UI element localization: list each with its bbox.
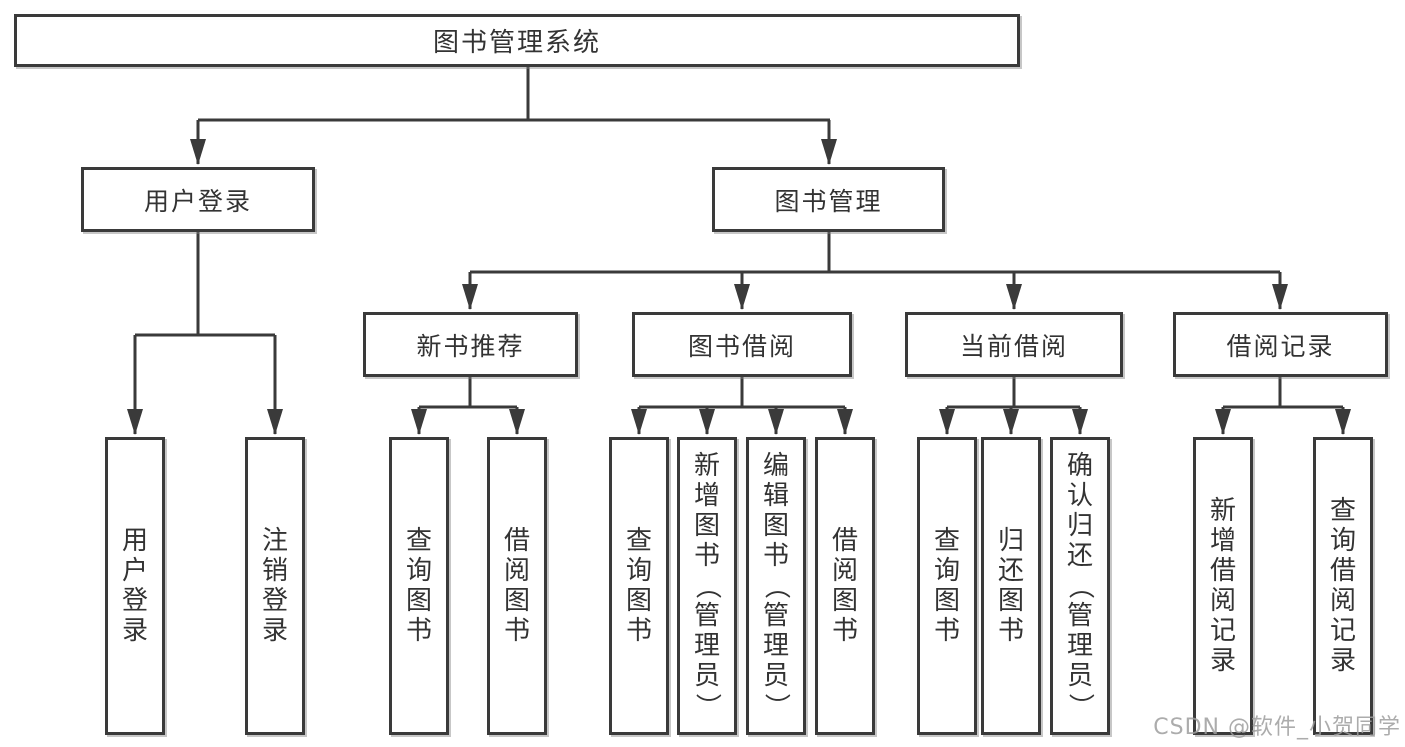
node-book-management: 图书管理: [712, 167, 945, 232]
leaf-edit-book-admin: 编辑图书（管理员）: [746, 437, 806, 735]
node-book-borrowing: 图书借阅: [632, 312, 852, 377]
connector-trunk-paths: [135, 66, 1343, 409]
leaf-add-borrow-record: 新增借阅记录: [1193, 437, 1253, 735]
node-borrowing-records: 借阅记录: [1173, 312, 1388, 377]
leaf-query-books-3: 查询图书: [917, 437, 977, 735]
node-user-login: 用户登录: [81, 167, 315, 232]
node-current-borrowing: 当前借阅: [905, 312, 1123, 377]
leaf-borrow-books-1: 借阅图书: [487, 437, 547, 735]
node-new-book-recommendation: 新书推荐: [363, 312, 578, 377]
leaf-query-borrow-record: 查询借阅记录: [1313, 437, 1373, 735]
leaf-add-book-admin: 新增图书（管理员）: [677, 437, 737, 735]
node-library-management-system: 图书管理系统: [14, 14, 1020, 67]
watermark-text: CSDN @软件_小贺同学: [1153, 715, 1401, 740]
leaf-user-login: 用户登录: [105, 437, 165, 735]
leaf-return-books: 归还图书: [981, 437, 1041, 735]
leaf-logout: 注销登录: [245, 437, 305, 735]
leaf-borrow-books-2: 借阅图书: [815, 437, 875, 735]
leaf-query-books-2: 查询图书: [609, 437, 669, 735]
leaf-confirm-return-admin: 确认归还（管理员）: [1050, 437, 1110, 735]
leaf-query-books-1: 查询图书: [389, 437, 449, 735]
